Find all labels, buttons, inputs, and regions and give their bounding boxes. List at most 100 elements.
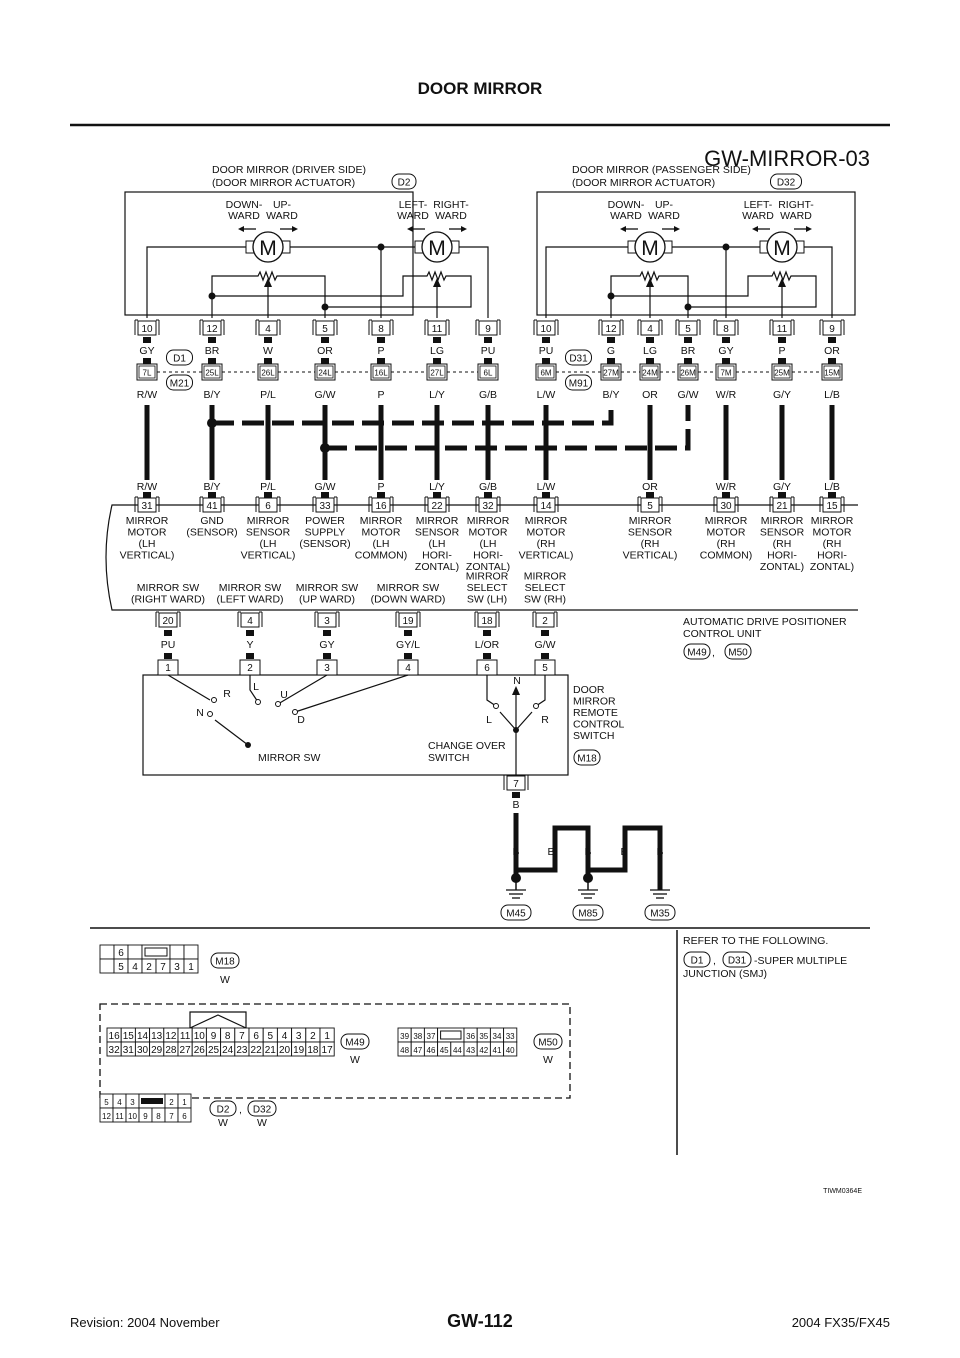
terminal-stub: [321, 492, 329, 498]
cavity-number: 4: [132, 962, 138, 973]
connector-cavity: [183, 944, 199, 960]
wire-color: R/W: [137, 481, 158, 493]
wire-color: B: [547, 846, 554, 858]
adp-terminal-function: COMMON): [700, 550, 753, 562]
cavity-number: 5: [118, 962, 124, 973]
pin-number: 11: [432, 324, 443, 335]
smj-pin: 6M: [540, 369, 551, 378]
smj-terminal: [138, 365, 156, 379]
terminal-bracket: [637, 496, 663, 512]
switch-pin: 5: [542, 663, 548, 674]
cavity-number: 20: [279, 1045, 291, 1056]
terminal-bracket: [769, 496, 795, 512]
mirror-title: (DOOR MIRROR ACTUATOR): [212, 177, 355, 189]
pin-number: 16: [375, 501, 387, 512]
remote-control-switch-box: [142, 674, 569, 776]
cavity-number: 42: [479, 1046, 488, 1055]
terminal-stub: [722, 337, 730, 343]
adp-terminal-function: MIRROR: [360, 515, 403, 527]
smj-terminal: [679, 365, 697, 379]
terminal-box: [640, 320, 660, 336]
smj-pin: 27L: [430, 369, 444, 378]
pin-number: 14: [540, 501, 552, 512]
pin-number: 12: [206, 324, 218, 335]
contact-label: R: [541, 714, 549, 726]
terminal-stub: [542, 337, 550, 343]
direction-label: WARD: [435, 210, 467, 222]
cavity-number: 46: [427, 1046, 436, 1055]
terminal-box: [158, 612, 178, 628]
connector-id: M35: [650, 909, 670, 920]
direction-label: LEFT-: [744, 199, 773, 211]
wire-color: P: [377, 345, 384, 357]
adp-terminal-function: MOTOR: [128, 527, 167, 539]
adp-switch-function: (RIGHT WARD): [131, 594, 205, 606]
cavity-number: 19: [293, 1045, 305, 1056]
adp-switch-function: (LEFT WARD): [216, 594, 283, 606]
cavity-number: 8: [156, 1112, 161, 1121]
adp-terminal-function: MIRROR: [525, 515, 568, 527]
connector-oval: [533, 1033, 563, 1050]
adp-terminal-function: (LH: [260, 538, 277, 550]
wire-color: L/Y: [429, 389, 445, 401]
adp-terminal-function: (RH: [717, 538, 736, 550]
cavity-number: 30: [137, 1045, 149, 1056]
terminal-bracket: [199, 496, 225, 512]
connector-oval: [166, 374, 193, 391]
junction-dot: [583, 873, 593, 883]
wire-color: L/W: [537, 389, 556, 401]
contact-point: [207, 711, 213, 717]
terminal-stub: [246, 630, 254, 636]
connector-oval: [573, 749, 601, 766]
switch-pin: 1: [165, 663, 171, 674]
terminal-box: [822, 497, 842, 513]
wire-color: GY/L: [396, 639, 420, 651]
smj-terminal: [316, 365, 334, 379]
terminal-bracket: [155, 611, 181, 627]
terminal-box: [317, 612, 337, 628]
terminal-bracket: [312, 496, 338, 512]
connector-cavity: [177, 1107, 192, 1123]
cavity-number: 3: [296, 1031, 302, 1042]
connector-oval: [683, 951, 711, 968]
connector-oval: [166, 349, 193, 366]
cavity-number: 10: [128, 1112, 137, 1121]
arrow-right-icon: [674, 226, 680, 232]
terminal-stub: [722, 492, 730, 498]
adp-terminal-function: (SENSOR): [299, 538, 350, 550]
pin-number: 10: [141, 324, 153, 335]
terminal-stub: [164, 653, 172, 659]
wire-color: L/B: [824, 481, 840, 493]
smj-terminal: [537, 365, 555, 379]
connector-id: M49: [687, 648, 707, 659]
terminal-box: [202, 320, 222, 336]
terminal-box: [398, 612, 418, 628]
adp-switch-function: (DOWN WARD): [371, 594, 446, 606]
terminal-bracket: [395, 611, 421, 627]
wire-color: OR: [642, 481, 658, 493]
terminal-box: [240, 612, 260, 628]
terminal-bracket: [533, 319, 559, 335]
adp-terminal-function: MIRROR: [705, 515, 748, 527]
connector-id: M18: [215, 957, 235, 968]
connector-oval: [565, 374, 592, 391]
terminal-box: [137, 497, 157, 513]
connector-id: D31: [569, 354, 588, 365]
wiper-arrow-icon: [264, 278, 272, 287]
adp-terminal-function: SENSOR: [415, 527, 460, 539]
contact-label: L: [253, 681, 259, 693]
junction-dot: [377, 243, 385, 251]
wire: [611, 270, 817, 308]
direction-label: RIGHT-: [778, 199, 814, 211]
connector-oval: [500, 904, 532, 921]
wire-color: PU: [481, 345, 496, 357]
pin-number: 7: [513, 779, 519, 790]
pin-number: 9: [485, 324, 491, 335]
adp-terminal-function: (RH: [537, 538, 556, 550]
adp-terminal-function: MIRROR: [761, 515, 804, 527]
cavity-number: 11: [115, 1112, 124, 1121]
terminal-box: [535, 612, 555, 628]
switch-pin: 2: [247, 663, 253, 674]
adp-terminal-function: SENSOR: [246, 527, 291, 539]
smj-pin: 26L: [261, 369, 275, 378]
